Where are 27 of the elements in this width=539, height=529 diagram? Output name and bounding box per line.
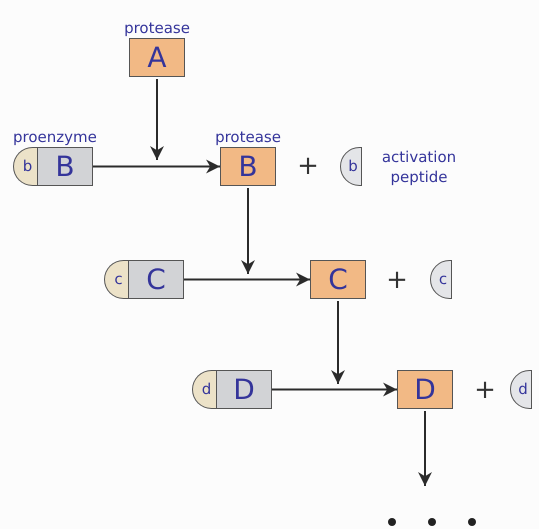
- arrow: [150, 79, 164, 160]
- plus-sign: +: [474, 377, 496, 403]
- enzyme-letter: C: [328, 266, 348, 294]
- peptide-letter: d: [202, 382, 212, 397]
- plus-sign: +: [386, 267, 408, 293]
- arrow: [184, 272, 310, 286]
- enzyme-letter: D: [414, 376, 436, 404]
- enzyme-letter: A: [147, 44, 167, 72]
- protease-label: protease: [124, 18, 190, 38]
- enzyme-letter: D: [233, 376, 255, 404]
- peptide-letter: b: [348, 159, 358, 174]
- arrow: [418, 411, 432, 486]
- peptide-letter: d: [518, 382, 528, 397]
- arrow: [331, 301, 345, 384]
- protease-label: protease: [215, 127, 281, 147]
- enzyme-letter: B: [238, 152, 258, 180]
- proenzyme-label: proenzyme: [13, 127, 97, 147]
- activation-peptide-label: activation peptide: [380, 146, 458, 186]
- arrow: [93, 160, 220, 174]
- peptide-letter: c: [438, 272, 448, 287]
- plus-sign: +: [297, 153, 319, 179]
- peptide-letter: c: [114, 272, 123, 287]
- enzyme-letter: C: [146, 266, 166, 294]
- enzyme-letter: B: [55, 152, 75, 180]
- arrow: [272, 382, 397, 396]
- arrow: [241, 188, 255, 274]
- peptide-letter: b: [22, 159, 32, 174]
